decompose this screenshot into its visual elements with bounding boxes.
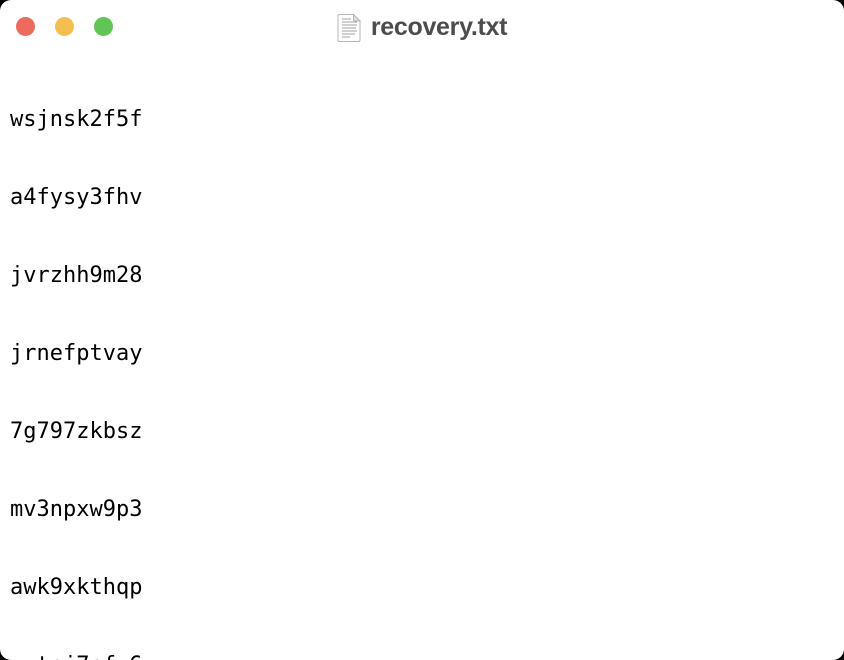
title-bar[interactable]: recovery.txt xyxy=(0,0,844,52)
code-line: jvrzhh9m28 xyxy=(10,263,143,288)
minimize-button[interactable] xyxy=(55,16,74,36)
close-button[interactable] xyxy=(16,16,35,36)
code-line: wxtnj7nfx6 xyxy=(10,653,834,660)
title-group: recovery.txt xyxy=(337,13,507,42)
code-line: awk9xkthqp xyxy=(10,575,143,600)
document-icon xyxy=(337,12,362,42)
code-line: jrnefptvay xyxy=(10,341,143,366)
window-title: recovery.txt xyxy=(370,12,508,41)
code-line: wsjnsk2f5f xyxy=(10,107,143,132)
traffic-lights xyxy=(16,0,113,52)
code-line: mv3npxw9p3 xyxy=(10,497,143,522)
zoom-button[interactable] xyxy=(94,16,113,36)
code-line: a4fysy3fhv xyxy=(10,185,143,210)
code-line: 7g797zkbsz xyxy=(10,419,143,444)
text-editor-area[interactable]: wsjnsk2f5f a4fysy3fhv jvrzhh9m28 jrnefpt… xyxy=(0,52,844,660)
